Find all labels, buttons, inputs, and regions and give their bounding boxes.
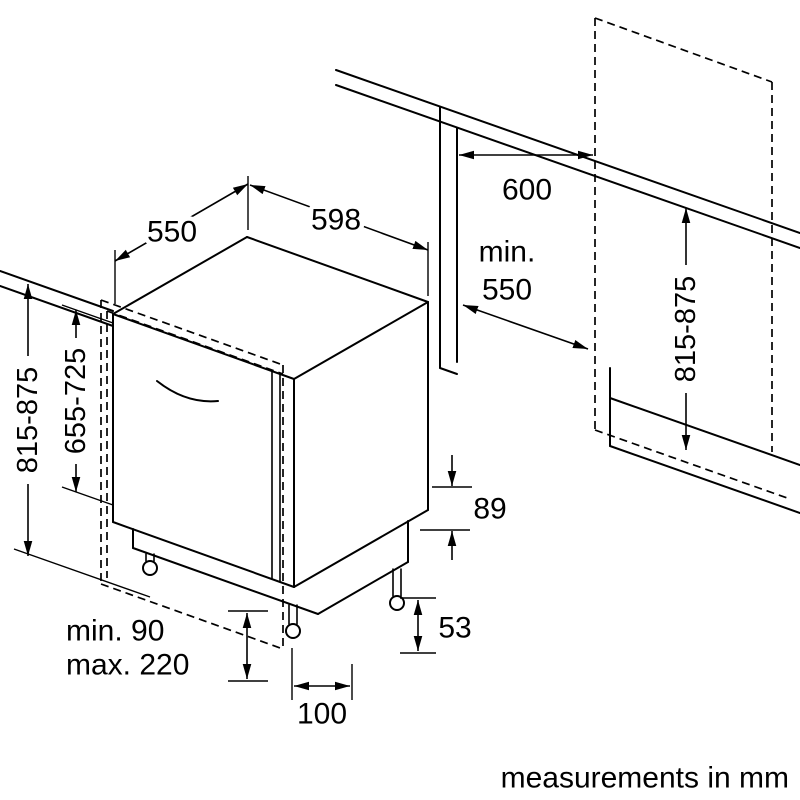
plinth-min-label: min. 90 <box>66 615 164 648</box>
plinth-max-label: max. 220 <box>66 649 189 682</box>
niche-top-dashed-edge <box>594 17 773 83</box>
front-right-foot <box>285 604 301 639</box>
countertop-left-bottom-line <box>0 285 114 327</box>
dimension-arrow <box>249 184 429 251</box>
front-left-foot <box>142 553 158 576</box>
niche-depth-value-label: 550 <box>482 274 532 307</box>
appliance-depth-label: 550 <box>147 216 197 249</box>
dimension-arrow <box>462 304 589 350</box>
appliance-height-label: 815-875 <box>12 367 44 473</box>
side-bottom-edge <box>293 509 429 588</box>
niche-floor-dashed-edge <box>594 429 791 500</box>
extension-line <box>61 304 114 324</box>
units-note: measurements in mm <box>501 762 789 795</box>
door-bottom-edge <box>112 521 295 588</box>
foot-circle <box>285 623 301 639</box>
rear-right-foot <box>389 568 405 611</box>
foot-circle <box>142 560 158 576</box>
top-face-front-edge <box>112 313 295 380</box>
panel-top-inner-dashed-line <box>106 310 284 375</box>
countertop <box>0 69 800 327</box>
niche-cabinet <box>594 17 791 500</box>
base-front-bottom-edge <box>132 547 319 615</box>
extension-line <box>13 548 151 598</box>
niche-width-label: 600 <box>502 174 552 207</box>
niche-depth-prefix-label: min. <box>479 236 536 269</box>
dimension-arrow <box>114 183 249 262</box>
panel-bottom-dashed-line <box>100 583 284 650</box>
dimension-annotations: 550 598 600 min. 550 815-875 655-725 815… <box>8 150 707 735</box>
dishwasher <box>100 236 429 650</box>
top-face-back-edge <box>246 236 429 303</box>
decor-panel-dashed-outline <box>100 299 284 650</box>
foot-circle <box>389 595 405 611</box>
floor-front-edge <box>609 445 800 514</box>
extension-line <box>61 486 114 506</box>
top-face-right-edge <box>293 301 429 380</box>
countertop-left-top-line <box>0 270 114 312</box>
door-panel-height-label: 655-725 <box>60 348 92 454</box>
rear-foot-inset-label: 53 <box>438 612 471 645</box>
niche-wall-floor <box>439 106 800 514</box>
countertop-right-top-line <box>335 69 800 234</box>
side-wall-bottom-edge <box>439 367 458 375</box>
niche-height-label: 815-875 <box>670 276 702 382</box>
floor-top-edge <box>609 397 800 466</box>
top-face-left-edge <box>112 236 248 315</box>
door-handle-arc <box>156 380 219 403</box>
rear-base-height-label: 89 <box>473 493 506 526</box>
countertop-right-bottom-line <box>335 84 800 249</box>
panel-top-dashed-line <box>100 299 284 366</box>
front-foot-inset-label: 100 <box>297 698 347 731</box>
appliance-width-label: 598 <box>311 204 361 237</box>
